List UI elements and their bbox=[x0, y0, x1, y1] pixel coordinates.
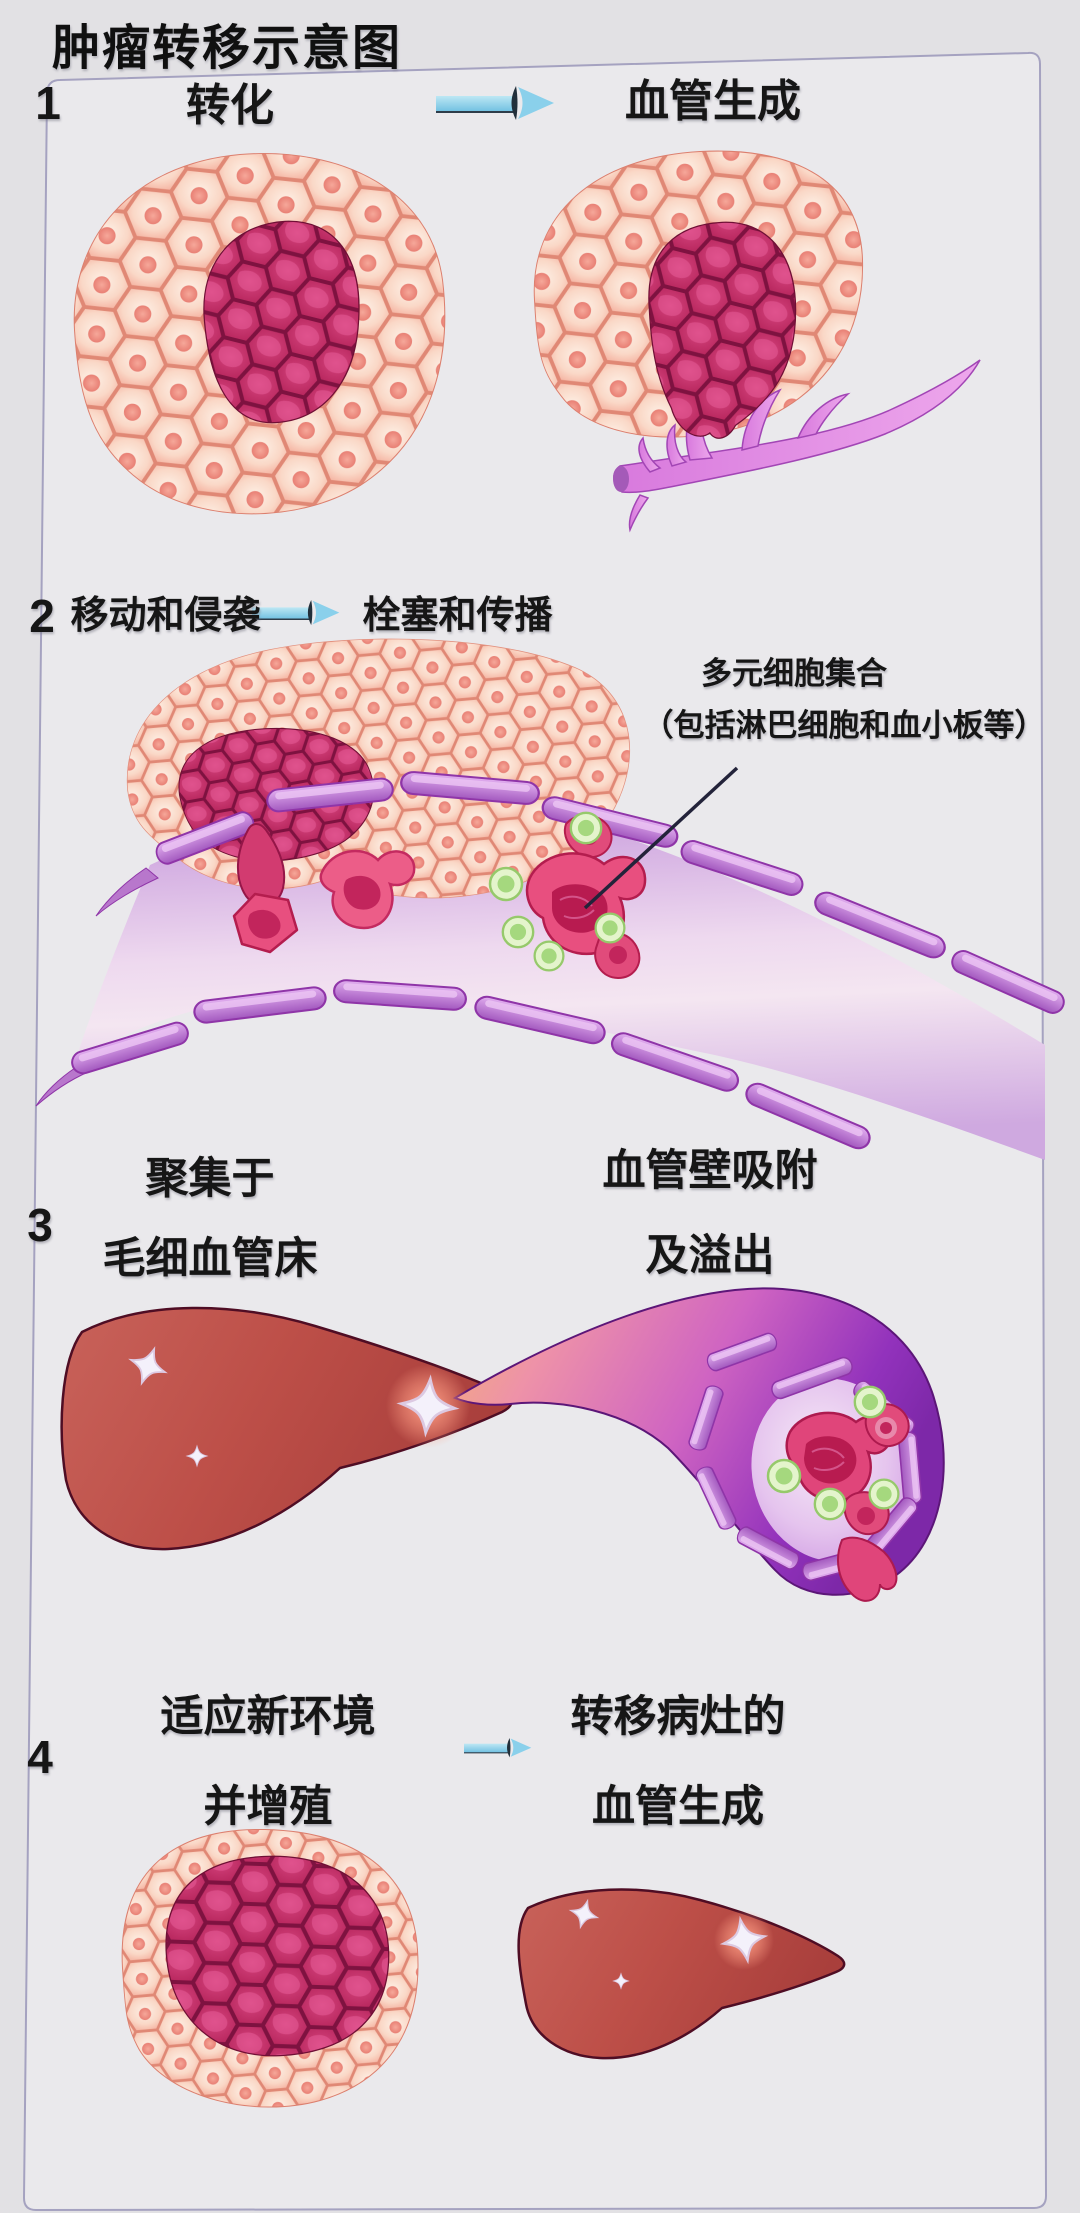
vessel-top-wall bbox=[95, 769, 1069, 1018]
step-3-label-left-line2: 毛细血管床 bbox=[102, 1235, 318, 1283]
figure-1-primary-tumor-cluster bbox=[73, 153, 446, 515]
step-2-label-left: 移动和侵袭 bbox=[70, 595, 261, 637]
step-3-number: 3 bbox=[27, 1199, 53, 1251]
step-1-number: 1 bbox=[35, 77, 61, 129]
step-3-label-right-line2: 及溢出 bbox=[645, 1232, 775, 1280]
step-4-number: 4 bbox=[27, 1731, 53, 1783]
step-2-annotation-line2: （包括淋巴细胞和血小板等） bbox=[642, 708, 1046, 743]
step-4-label-right-line1: 转移病灶的 bbox=[570, 1693, 786, 1741]
figure-4-metastatic-organ bbox=[517, 1888, 846, 2060]
step-4-label-right-line2: 血管生成 bbox=[592, 1783, 764, 1831]
figure-2-intravasation bbox=[35, 638, 1069, 1160]
step-2-label-right: 栓塞和传播 bbox=[362, 595, 553, 637]
step-3-label-right-line1: 血管壁吸附 bbox=[602, 1147, 818, 1195]
figure-3-capillary-bed bbox=[60, 1306, 513, 1551]
vessel-bottom-wall bbox=[35, 978, 875, 1153]
step-2-annotation-line1: 多元细胞集合 bbox=[701, 656, 887, 691]
step-4-label-left-line2: 并增殖 bbox=[203, 1783, 333, 1831]
figure-3-extravasation-vessel bbox=[386, 1287, 945, 1602]
step-1-label-left: 转化 bbox=[186, 81, 274, 130]
step-4-label-left-line1: 适应新环境 bbox=[160, 1693, 376, 1741]
page-title: 肿瘤转移示意图 bbox=[52, 22, 403, 75]
figure-1-tumor-angiogenesis bbox=[533, 150, 981, 533]
panel-frame bbox=[22, 51, 1048, 2212]
step-1-label-right: 血管生成 bbox=[625, 77, 801, 126]
annotation-pointer-line bbox=[583, 766, 739, 910]
step-3-label-left-line1: 聚集于 bbox=[145, 1155, 275, 1203]
step-2-number: 2 bbox=[29, 590, 55, 642]
extravasating-tumor-cells bbox=[766, 1385, 910, 1602]
figure-4-proliferating-tumor bbox=[121, 1828, 419, 2108]
